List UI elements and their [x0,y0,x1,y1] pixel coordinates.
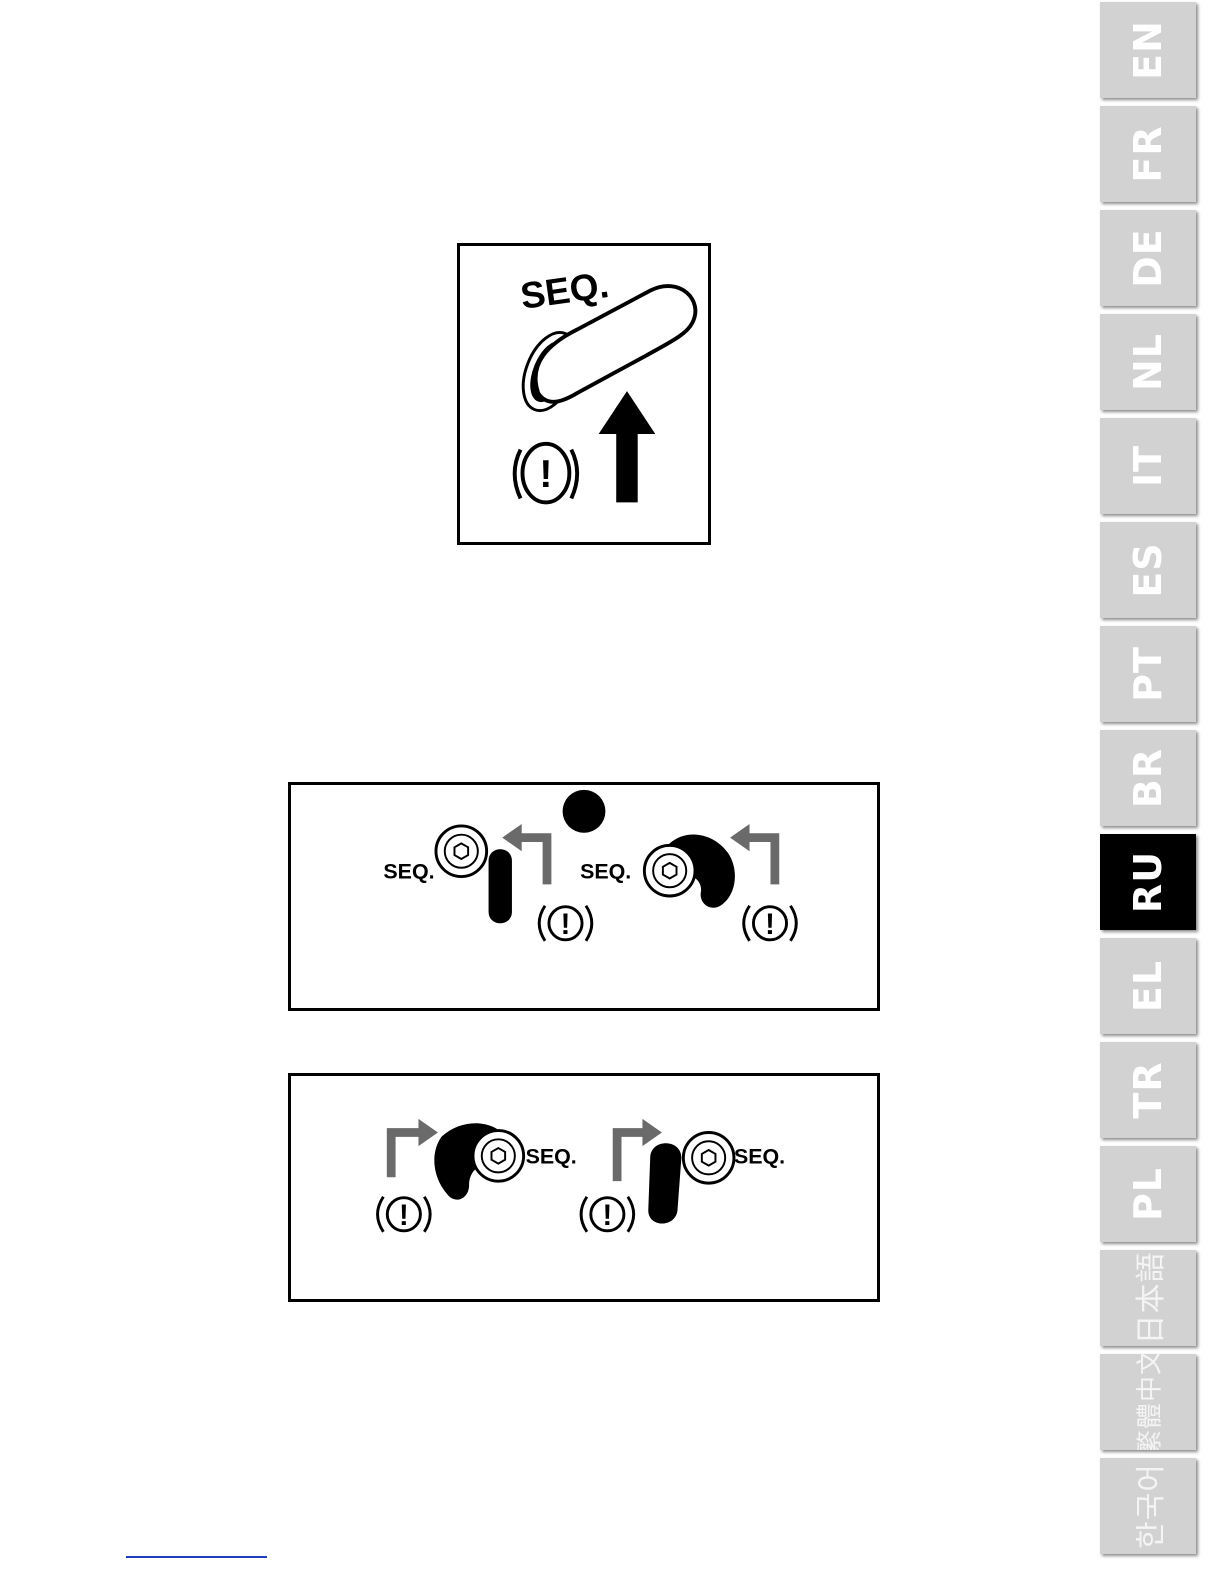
warning-glyph-text: ! [539,453,552,496]
tab-pl[interactable]: PL [1100,1146,1196,1242]
tab-pt[interactable]: PT [1100,626,1196,722]
tab-label: NL [1126,333,1170,391]
lever-down-shape [489,849,512,923]
rotate-arrow-icon [617,1132,644,1181]
bolt-ring-icon [683,1132,734,1183]
tab-en[interactable]: EN [1100,2,1196,98]
rotate-arrow-icon [746,838,775,885]
bolt-ring-icon [436,826,487,877]
tab-nl[interactable]: NL [1100,314,1196,410]
lever-orientation-figure-b: SEQ. ! (!) SEQ. ! (!) [288,1073,880,1302]
tab-ja[interactable]: 日本語 [1100,1250,1196,1346]
tab-br[interactable]: BR [1100,730,1196,826]
lever-orientation-illustration-a: SEQ. ! (!) SEQ. ! [291,785,877,1008]
tab-label: RU [1126,851,1170,913]
tab-el[interactable]: EL [1100,938,1196,1034]
rotate-arrow-icon [391,1132,420,1177]
seq-label: SEQ. [518,263,612,317]
tab-de[interactable]: DE [1100,210,1196,306]
rotate-arrow-icon [518,838,547,885]
tab-ko[interactable]: 한국어 [1100,1458,1196,1554]
step-bullet-icon [563,790,606,833]
tab-label: PL [1126,1167,1170,1221]
tab-label: EN [1126,20,1170,80]
lever-orientation-illustration-b: SEQ. ! (!) SEQ. ! (!) [291,1076,877,1299]
seq-label-bot-right: SEQ. [734,1145,785,1169]
tab-zh-tw[interactable]: 繁體中文 [1100,1354,1196,1450]
tab-it[interactable]: IT [1100,418,1196,514]
hazard-warning-icon: ! [515,444,577,503]
hazard-warning-icon-bot-right: ! [581,1197,634,1232]
seq-lever-figure: SEQ. ! [457,243,711,545]
svg-text:!: ! [765,909,775,941]
tab-label: EL [1126,960,1170,1012]
arrow-up-icon [599,391,656,502]
hazard-warning-icon-mid-left: ! [539,906,592,941]
bolt-ring-icon [473,1131,524,1182]
hazard-warning-icon-bot-left: ! [378,1197,431,1232]
svg-text:!: ! [603,1200,613,1232]
tab-label: PT [1126,646,1170,702]
seq-label-mid-right: SEQ. [580,859,631,883]
tab-label: TR [1126,1061,1170,1118]
svg-text:!: ! [399,1200,409,1232]
tab-label: 日本語 [1126,1252,1170,1345]
tab-label: BR [1126,748,1170,808]
lever-down-shape [648,1143,681,1223]
svg-text:!: ! [561,909,571,941]
footer-rule [126,1556,267,1558]
seq-label-mid-left: SEQ. [383,859,434,883]
lever-orientation-figure-a: SEQ. ! (!) SEQ. ! [288,782,880,1011]
hazard-warning-icon-mid-right: ! [744,906,797,941]
tab-label: IT [1126,445,1170,487]
bolt-ring-icon [644,845,695,896]
seq-label-bot-left: SEQ. [526,1145,577,1169]
tab-tr[interactable]: TR [1100,1042,1196,1138]
tab-es[interactable]: ES [1100,522,1196,618]
tab-label: ES [1126,542,1170,597]
seq-lever-illustration: SEQ. ! [460,246,708,542]
tab-ru[interactable]: RU [1100,834,1196,930]
tab-label: DE [1126,228,1170,288]
tab-label: 繁體中文 [1130,1354,1167,1450]
tab-fr[interactable]: FR [1100,106,1196,202]
tab-label: 한국어 [1126,1463,1170,1549]
tab-label: FR [1126,125,1170,182]
